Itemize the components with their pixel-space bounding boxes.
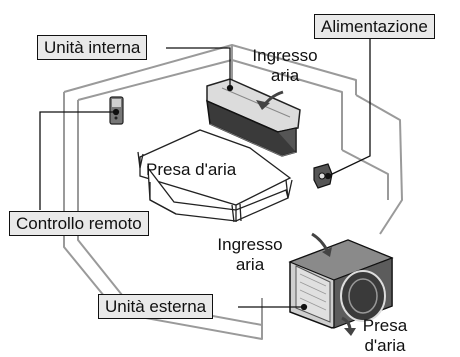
label-indoor-inlet: Ingresso aria [250,46,320,86]
room-outline [63,44,403,340]
label-indoor-inlet-line1: Ingresso [252,46,318,65]
label-indoor-inlet-line2: aria [270,66,300,85]
callout-power-supply: Alimentazione [314,14,435,39]
indoor-outlet-airflow [137,129,293,223]
label-outdoor-inlet: Ingresso aria [204,235,296,275]
callout-outdoor-unit: Unità esterna [98,294,214,319]
label-outdoor-outlet-line2: d'aria [364,336,406,355]
label-outdoor-inlet-line2: aria [235,255,265,274]
label-outdoor-outlet: Presa d'aria [350,316,420,356]
callout-remote-control: Controllo remoto [9,211,149,236]
callout-indoor-unit: Unità interna [37,35,148,60]
outdoor-inlet-arrow [311,232,330,253]
label-outdoor-outlet-line1: Presa [362,316,408,335]
leader-lines [39,30,371,311]
power-outlet-illustration [313,163,333,189]
label-indoor-outlet: Presa d'aria [146,160,237,179]
label-outdoor-inlet-line1: Ingresso [217,235,283,254]
outdoor-unit-illustration [288,239,394,329]
